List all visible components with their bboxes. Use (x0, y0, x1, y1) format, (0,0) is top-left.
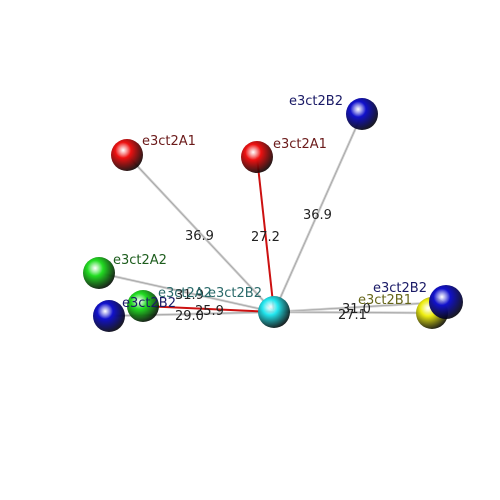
center-atom[interactable] (258, 296, 290, 328)
center-label-label: e3ct2B2 (208, 286, 262, 301)
bond-center-blue-top-distance-label: 36.9 (303, 208, 332, 223)
bond-center-red-left-distance-label: 36.9 (185, 229, 214, 244)
distance-label-layer: 36.9 27.2 36.9 31.9 29.025.9 31.027.1 (175, 208, 371, 324)
atom-e3ct2B2-left[interactable] (93, 300, 125, 332)
bond-center-yellow-right-distance-label: 27.1 (338, 308, 367, 323)
bond-center-blue-right-distance-label: 31.0 (342, 302, 371, 317)
atom-e3ct2B2-left-label: e3ct2B2 (122, 296, 176, 311)
atom-layer (83, 98, 463, 332)
bond-center-yellow-right-edge (273, 311, 433, 314)
atom-e3ct2B2-top-label: e3ct2B2 (289, 94, 343, 109)
bond-center-red-left-edge (126, 154, 275, 313)
atom-e3ct2B1-right-label: e3ct2B1 (358, 293, 412, 308)
atom-e3ct2A2-upper[interactable] (83, 257, 115, 289)
bond-center-red-mid (256, 156, 275, 313)
atom-e3ct2A1-left[interactable] (111, 139, 143, 171)
bond-layer (98, 113, 447, 318)
bond-center-green-low (142, 305, 275, 313)
atom-e3ct2A2-lower[interactable] (127, 290, 159, 322)
bond-center-green-low-distance-label: 25.9 (195, 304, 224, 319)
atom-e3ct2B2-right-label: e3ct2B2 (373, 281, 427, 296)
atom-e3ct2A1-mid-label: e3ct2A1 (273, 137, 327, 152)
atom-e3ct2A1-left-label: e3ct2A1 (142, 134, 196, 149)
atom-e3ct2A2-upper-label: e3ct2A2 (113, 253, 167, 268)
atom-e3ct2A2-lower-label: e3ct2A2 (158, 286, 212, 301)
bond-center-green-up-edge (98, 272, 275, 313)
bond-center-red-mid-distance-label: 27.2 (251, 230, 280, 245)
bond-center-blue-left-distance-label: 29.0 (175, 309, 204, 324)
atom-e3ct2A1-mid[interactable] (241, 141, 273, 173)
atom-e3ct2B2-top[interactable] (346, 98, 378, 130)
bond-center-blue-right-edge (273, 301, 447, 313)
bond-center-green-up-distance-label: 31.9 (175, 288, 204, 303)
atom-e3ct2B2-right[interactable] (429, 285, 463, 319)
bond-center-blue-top-edge (273, 113, 363, 313)
